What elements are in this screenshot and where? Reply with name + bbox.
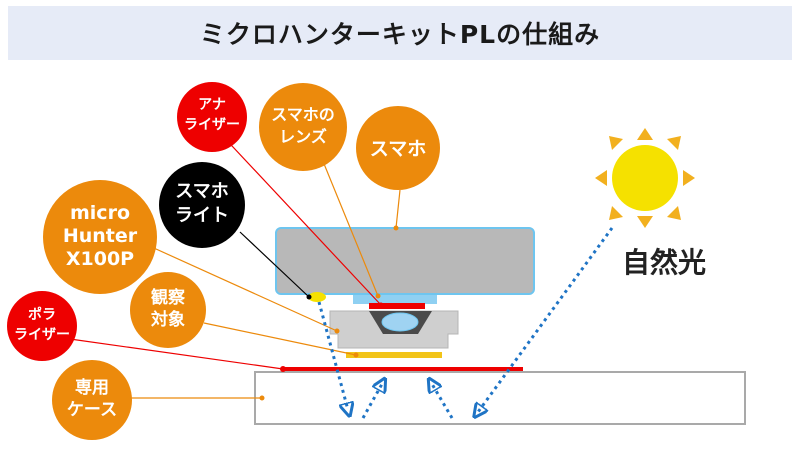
label-phone-lens-line-2: レンズ [279, 127, 327, 146]
leader-dot-phone [393, 225, 399, 231]
leader-phone-lens [319, 153, 379, 297]
label-micro-hunter-line-3: X100P [66, 248, 134, 270]
label-phone-light: スマホライト [159, 162, 245, 248]
svg-text:スマホのレンズ: スマホのレンズ [271, 105, 335, 146]
leader-dot-analyzer [378, 302, 384, 308]
label-phone-lens: スマホのレンズ [259, 83, 347, 171]
leader-dot-polarizer [280, 366, 286, 372]
label-dedicated-case: 専用ケース [52, 360, 132, 440]
leader-analyzer [217, 130, 382, 306]
svg-text:専用ケース: 専用ケース [67, 378, 117, 420]
phone-lens-bump [353, 294, 437, 304]
leader-dot-phone-lens [375, 293, 381, 299]
leader-dot-micro-hunter [334, 328, 340, 334]
phone-light [308, 292, 326, 302]
label-micro-hunter-line-2: Hunter [63, 225, 138, 247]
label-phone-text: スマホ [370, 138, 426, 160]
label-dedicated-case-line-1: 専用 [75, 378, 109, 398]
arrow-natural-light [478, 227, 614, 412]
label-polarizer-line-1: ポラ [28, 306, 56, 323]
label-micro-hunter-line-1: micro [70, 202, 130, 224]
leader-phone [395, 189, 401, 229]
micro-hunter-unit [329, 310, 459, 349]
page-title: ミクロハンターキットPLの仕組み [8, 6, 792, 60]
label-phone-light-line-2: ライト [175, 205, 229, 226]
svg-text:アナライザー: アナライザー [184, 97, 240, 133]
label-analyzer: アナライザー [177, 82, 247, 152]
label-dedicated-case-line-2: ケース [67, 400, 117, 420]
svg-text:スマホライト: スマホライト [175, 181, 229, 226]
observed-object-sample [346, 352, 442, 358]
dedicated-case [254, 371, 746, 425]
leader-micro-hunter [144, 243, 338, 332]
natural-light-label: 自然光 [622, 246, 706, 279]
polarizer-film [283, 367, 523, 371]
leader-polarizer [69, 338, 284, 370]
sun-icon [595, 128, 695, 228]
leader-lines [69, 130, 401, 399]
leader-phone-light [239, 231, 310, 298]
label-analyzer-line-1: アナ [198, 97, 226, 113]
label-polarizer: ポラライザー [7, 291, 77, 361]
label-analyzer-line-2: ライザー [184, 117, 240, 133]
label-observed-object-line-1: 観察 [151, 287, 186, 308]
label-phone-lens-line-1: スマホの [271, 105, 335, 124]
label-polarizer-line-2: ライザー [14, 327, 70, 343]
svg-text:観察対象: 観察対象 [150, 287, 186, 330]
arrow-phone-light-down [317, 301, 348, 410]
leader-dot-dedicated-case [259, 395, 265, 401]
leader-dot-observed-object [353, 352, 359, 358]
analyzer-film [369, 303, 425, 309]
svg-text:ポラライザー: ポラライザー [14, 306, 70, 343]
phone-body [275, 227, 535, 295]
leader-dot-phone-light [306, 294, 312, 300]
label-observed-object-line-2: 対象 [150, 309, 185, 330]
label-phone: スマホ [356, 106, 440, 190]
label-observed-object: 観察対象 [130, 272, 206, 348]
label-phone-light-line-1: スマホ [175, 181, 228, 202]
light-path-arrows [317, 227, 614, 418]
